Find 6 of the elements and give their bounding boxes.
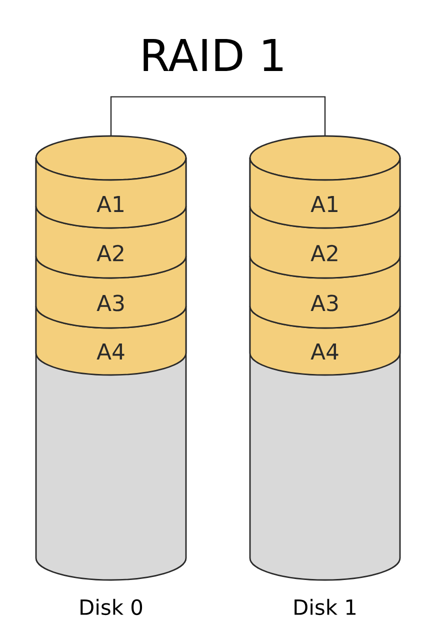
title: RAID 1 [144, 39, 283, 71]
data-block: A1 [249, 157, 401, 229]
data-block: A1 [35, 157, 187, 229]
disk-label: Disk 0 [80, 598, 142, 616]
connector-line [110, 96, 326, 136]
disk-label: Disk 1 [294, 598, 356, 616]
